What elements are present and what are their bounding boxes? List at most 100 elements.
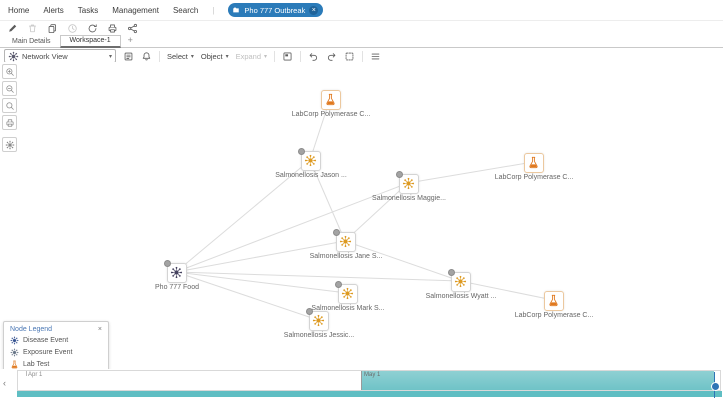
lab-test-flask-icon [547,294,560,307]
print-view-button[interactable] [2,115,17,130]
add-workspace-button[interactable]: + [127,35,133,45]
share-button[interactable] [127,23,138,34]
network-edge [175,182,409,273]
tab-main-details[interactable]: Main Details [12,38,51,45]
view-toolbar-overview-group [274,50,300,62]
view-selector[interactable]: Network View ▾ [4,49,116,63]
node-label: LabCorp Polymerase C... [494,174,574,181]
timeline-track[interactable]: Apr 1 May 1 [17,370,721,391]
node-label: Salmonellosis Jason ... [275,172,347,179]
disease-event-icon [304,154,317,167]
copy-button[interactable] [47,23,58,34]
legend-item-exposure-event: Exposure Event [10,348,102,357]
view-selector-value: Network View [22,51,68,61]
refresh-button[interactable] [87,23,98,34]
node-label: Salmonellosis Wyatt ... [425,293,497,300]
select-menu[interactable]: Select▾ [167,52,194,61]
lab-test-flask-icon [324,93,337,106]
layout-options-button[interactable] [370,51,381,62]
close-tab-icon[interactable]: × [309,5,319,15]
action-toolbar [0,21,723,35]
flask-icon [10,360,19,369]
network-node-lab1[interactable]: LabCorp Polymerase C... [292,90,370,118]
legend-close-icon[interactable]: × [97,326,102,333]
node-count-badge [164,260,171,267]
timeline-slider-handle[interactable] [711,382,720,391]
expand-menu: Expand▾ [236,52,267,61]
object-menu[interactable]: Object▾ [201,52,229,61]
network-node-pho[interactable]: Pho 777 Food [155,260,199,291]
view-toolbar-history-group [300,50,362,62]
network-node-lab2[interactable]: LabCorp Polymerase C... [495,153,573,181]
lab-test-flask-icon [527,156,540,169]
workspace-icon [232,6,240,14]
node-label: LabCorp Polymerase C... [291,111,371,118]
timeline-selection-range[interactable]: May 1 [361,371,714,390]
timeline-overview-strip[interactable] [17,391,722,397]
legend-item-label: Disease Event [23,337,69,344]
network-node-wyatt[interactable]: Salmonellosis Wyatt ... [426,269,496,300]
network-canvas[interactable]: LabCorp Polymerase C... Salmonellosis Jas… [0,62,723,369]
network-node-maggie[interactable]: Salmonellosis Maggie... [372,171,446,202]
nav-item-management[interactable]: Management [112,5,159,15]
nav-item-tasks[interactable]: Tasks [77,5,99,15]
network-node-jane[interactable]: Salmonellosis Jane S... [310,229,382,260]
nav-item-search[interactable]: Search [172,5,199,15]
object-menu-label: Object [200,51,223,61]
chevron-down-icon: ▾ [264,53,268,60]
network-node-jessica[interactable]: Salmonellosis Jessic... [284,308,354,339]
legend-item-disease-event: Disease Event [10,336,102,345]
exposure-event-icon [170,266,183,279]
expand-menu-label: Expand [235,51,262,61]
network-edges [175,98,554,321]
node-label: Salmonellosis Jessic... [283,332,355,339]
trash-button [27,23,38,34]
reset-layout-button[interactable] [344,51,355,62]
tab-workspace-1[interactable]: Workspace-1 [59,35,121,48]
print-button[interactable] [107,23,118,34]
disease-event-icon [312,314,325,327]
network-edge [407,161,534,184]
node-count-badge [306,308,313,315]
overview-button[interactable] [282,51,293,62]
timeline-collapse-chevron[interactable]: ‹ [3,378,6,388]
node-label: Salmonellosis Mark S... [311,305,385,312]
timeline-panel: ‹ Apr 1 May 1 [0,369,723,400]
view-toolbar-menus: Select▾Object▾Expand▾ [159,50,274,62]
network-edge [344,182,409,242]
network-layout-button[interactable] [2,137,17,152]
alerts-flag-button[interactable] [141,51,152,62]
select-menu-label: Select [167,51,188,61]
node-count-badge [335,281,342,288]
network-node-jason[interactable]: Salmonellosis Jason ... [275,148,347,179]
nav-item-home[interactable]: Home [8,5,30,15]
open-investigation-tab[interactable]: Pho 777 Outbreak × [228,3,324,17]
timeline-start-label: Apr 1 [28,372,43,378]
chevron-down-icon: ▾ [190,53,194,60]
network-edge [309,159,346,242]
display-rules-button[interactable] [123,51,134,62]
node-label: Pho 777 Food [155,284,199,291]
disease-event-icon [339,235,352,248]
primary-nav: Home Alerts Tasks Management Search [8,6,198,15]
undo-button[interactable] [308,51,319,62]
network-edge [459,280,554,301]
redo-button[interactable] [326,51,337,62]
network-edge [175,159,311,273]
disease-event-icon [454,275,467,288]
zoom-fit-button[interactable] [2,98,17,113]
network-node-mark[interactable]: Salmonellosis Mark S... [311,281,385,312]
virus-icon [10,336,19,345]
zoom-out-button[interactable] [2,81,17,96]
network-edge [175,271,319,321]
legend-item-label: Lab Test [23,361,50,368]
network-node-lab3[interactable]: LabCorp Polymerase C... [515,291,593,319]
network-view-icon [8,51,19,62]
view-toolbar-layout-group [362,50,388,62]
nav-item-alerts[interactable]: Alerts [43,5,64,15]
zoom-in-button[interactable] [2,64,17,79]
edit-button[interactable] [7,23,18,34]
